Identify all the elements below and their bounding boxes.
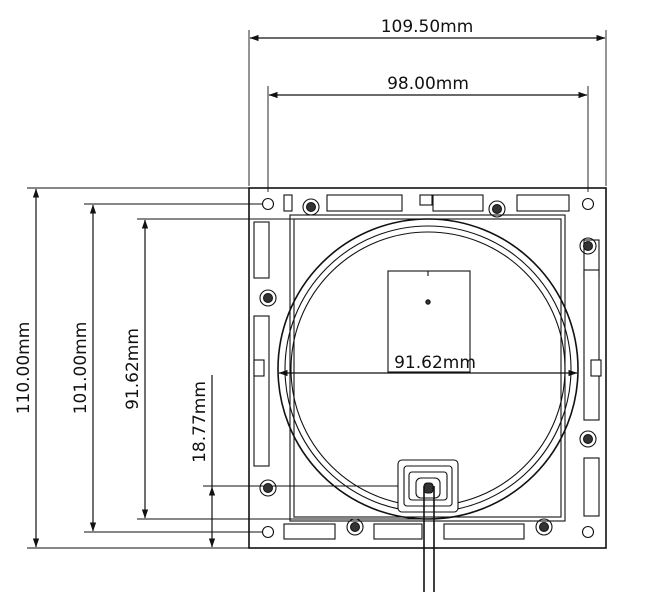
- vent-slot: [432, 194, 484, 212]
- dimension-connector-offset-label: 18.77mm: [190, 381, 210, 463]
- dimension-overall-height-label: 110.00mm: [14, 322, 34, 415]
- vent-slot: [326, 194, 403, 212]
- screw: [259, 289, 277, 307]
- dimension-hole-spacing-width-label: 98.00mm: [387, 74, 469, 94]
- housing: [248, 187, 607, 549]
- vent-slot: [283, 523, 336, 540]
- vent-slot: [443, 523, 525, 540]
- dimension-overall-width: 109.50mm: [248, 17, 607, 186]
- dimension-connector-offset: 18.77mm: [190, 375, 420, 549]
- screw: [535, 518, 553, 536]
- screw: [488, 200, 506, 218]
- dimension-lens-diameter: 91.62mm: [278, 353, 578, 377]
- dimension-overall-height: 110.00mm: [14, 187, 249, 549]
- screw: [259, 479, 277, 497]
- mounting-hole-top-right: [581, 197, 595, 211]
- dimension-lens-height: 91.62mm: [123, 218, 428, 520]
- screw: [346, 518, 364, 536]
- dimension-hole-spacing-height: 101.00mm: [71, 203, 262, 533]
- cable: [423, 486, 435, 592]
- dimension-hole-spacing-width: 98.00mm: [267, 74, 589, 192]
- vent-slot: [373, 523, 423, 540]
- dimension-lens-diameter-label: 91.62mm: [394, 353, 476, 373]
- connector: [397, 459, 459, 513]
- screw: [579, 430, 597, 448]
- dimension-overall-width-label: 109.50mm: [381, 17, 474, 37]
- screw: [302, 198, 320, 216]
- vent-slot: [583, 269, 600, 421]
- vent-slot: [283, 194, 293, 212]
- mounting-hole-top-left: [261, 197, 275, 211]
- vent-slot: [253, 315, 270, 467]
- dimension-lens-height-label: 91.62mm: [123, 328, 143, 410]
- vent-slot: [516, 194, 570, 212]
- lens: [277, 218, 579, 520]
- dimension-hole-spacing-height-label: 101.00mm: [71, 322, 91, 415]
- mounting-hole-bottom-right: [581, 525, 595, 539]
- mounting-hole-bottom-left: [261, 525, 275, 539]
- center-module: [387, 270, 471, 373]
- screw: [579, 237, 597, 255]
- vent-slot: [583, 457, 600, 517]
- vent-slot: [253, 221, 270, 279]
